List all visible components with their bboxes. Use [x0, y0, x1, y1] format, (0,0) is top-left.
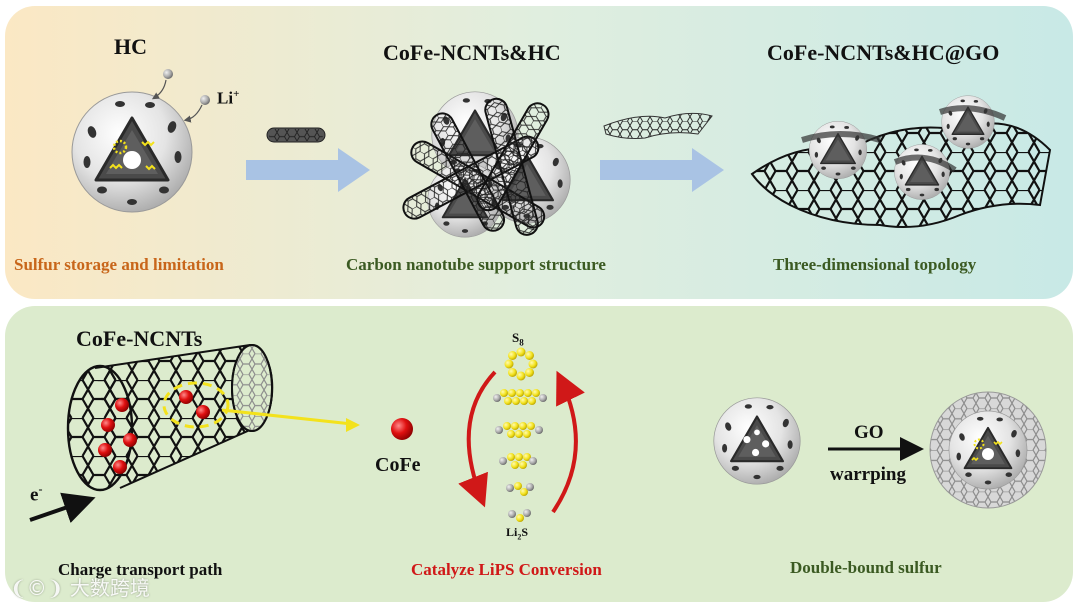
topology-spheres — [801, 94, 1007, 201]
caption-double-bound: Double-bound sulfur — [790, 558, 942, 577]
arrow-2 — [600, 148, 724, 192]
cofe-ncnts-title: CoFe-NCNTs — [76, 326, 203, 351]
li2s-label: Li2S — [506, 525, 528, 541]
li2s-subscript: 2 — [517, 532, 522, 542]
li-ion-2 — [200, 95, 210, 105]
s8-subscript: 8 — [519, 337, 524, 348]
caption-3d-topology: Three-dimensional topology — [773, 255, 977, 274]
watermark-logo-icon: ❨©❩ — [10, 576, 64, 600]
hc-sphere — [70, 90, 194, 214]
cnt-hc-composite — [402, 90, 572, 239]
catalysis-cycle — [458, 347, 585, 522]
electron-superscript: - — [38, 482, 43, 496]
bare-hc-sphere — [712, 396, 802, 486]
warrping-label: warrping — [830, 464, 906, 485]
s8-text: S — [512, 330, 520, 345]
electron-text: e — [30, 484, 39, 506]
cofe-label: CoFe — [375, 454, 421, 476]
cofe-hc-go-title: CoFe-NCNTs&HC@GO — [767, 40, 1000, 65]
watermark: ❨©❩ 大数跨境 — [10, 572, 150, 601]
caption-charge-transport: Charge transport path — [58, 560, 223, 579]
electron-arrow — [29, 492, 96, 523]
small-cnt-icon — [266, 127, 326, 143]
cnt-tube — [66, 343, 360, 492]
li2s-li: Li — [506, 525, 518, 539]
caption-sulfur-storage: Sulfur storage and limitation — [14, 255, 224, 274]
hc-title: HC — [114, 34, 147, 59]
li-ion-label: Li+ — [217, 88, 239, 109]
go-wrapped-sphere — [929, 391, 1047, 509]
li-ion-1 — [163, 69, 173, 79]
watermark-text: 大数跨境 — [69, 576, 150, 600]
small-graphene-icon — [603, 112, 713, 139]
li2s-s: S — [521, 525, 529, 539]
s8-label: S8 — [512, 330, 524, 348]
li-superscript: + — [233, 88, 240, 100]
li-text: Li — [217, 88, 234, 108]
caption-catalyze: Catalyze LiPS Conversion — [411, 560, 602, 579]
electron-label: e- — [30, 482, 42, 506]
caption-cnt-support: Carbon nanotube support structure — [346, 255, 606, 274]
cofe-ball — [391, 418, 413, 440]
go-label: GO — [854, 422, 884, 443]
arrow-1 — [246, 148, 370, 192]
cofe-hc-title: CoFe-NCNTs&HC — [383, 40, 561, 65]
